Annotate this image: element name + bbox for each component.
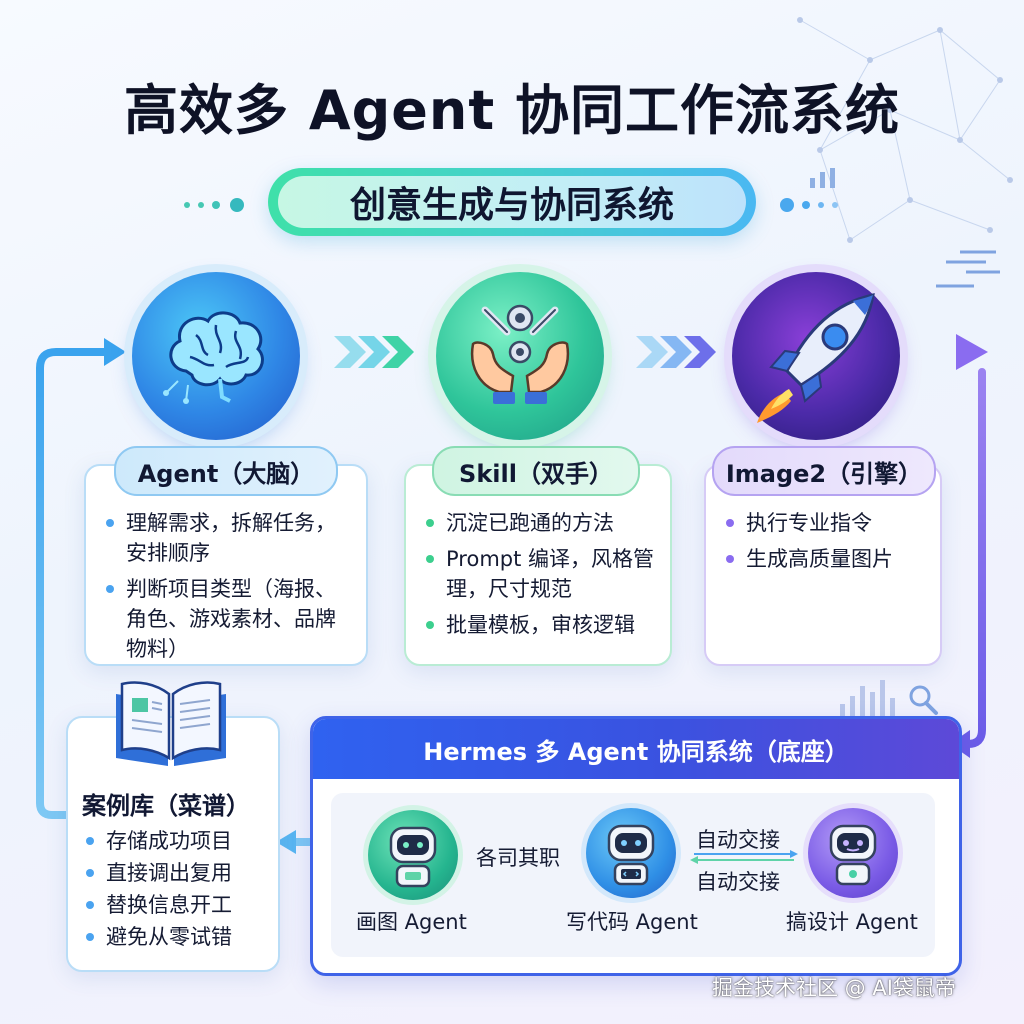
image2-icon-circle xyxy=(732,272,900,440)
image2-card xyxy=(704,464,942,666)
decor-dot xyxy=(780,198,794,212)
agent-card-title: Agent（大脑） xyxy=(114,446,338,496)
design-agent-robot-icon xyxy=(808,808,898,898)
decor-dot xyxy=(230,198,244,212)
list-item: 生成高质量图片 xyxy=(724,544,932,574)
subtitle-pill: 创意生成与协同系统 xyxy=(268,168,756,236)
hands-gears-icon xyxy=(470,304,570,404)
subtitle-text: 创意生成与协同系统 xyxy=(278,176,746,228)
case-library-list: 存储成功项目 直接调出复用 替换信息开工 避免从零试错 xyxy=(84,826,274,954)
code-agent-robot-icon xyxy=(586,808,676,898)
robot-icon xyxy=(829,824,877,886)
design-agent-label: 搞设计 Agent xyxy=(786,910,918,934)
skill-card-title: Skill（双手） xyxy=(432,446,640,496)
bars-magnifier-decoration xyxy=(840,680,938,720)
agent-icon-circle xyxy=(132,272,300,440)
list-item: 存储成功项目 xyxy=(84,826,274,856)
draw-agent-robot-icon xyxy=(368,810,458,900)
robot-icon xyxy=(389,826,437,888)
list-item: 理解需求，拆解任务，安排顺序 xyxy=(104,508,356,568)
case-library-title: 案例库（菜谱） xyxy=(82,792,250,820)
list-item: 判断项目类型（海报、角色、游戏素材、品牌物料） xyxy=(104,574,356,664)
skill-icon-circle xyxy=(436,272,604,440)
agent-card xyxy=(84,464,368,666)
agent-card-list: 理解需求，拆解任务，安排顺序 判断项目类型（海报、角色、游戏素材、品牌物料） xyxy=(104,508,356,670)
draw-agent-label: 画图 Agent xyxy=(356,910,467,934)
skill-card xyxy=(404,464,672,666)
handoff-label-bottom: 自动交接 xyxy=(696,870,780,894)
list-item: 直接调出复用 xyxy=(84,858,274,888)
decor-dot xyxy=(802,201,810,209)
handoff-label-top: 自动交接 xyxy=(696,828,780,852)
decor-dot xyxy=(198,202,204,208)
list-item: 替换信息开工 xyxy=(84,890,274,920)
handoff-arrows xyxy=(690,850,798,864)
list-item: 执行专业指令 xyxy=(724,508,932,538)
image2-card-title: Image2（引擎） xyxy=(712,446,936,496)
brain-icon xyxy=(163,311,264,404)
decor-dot xyxy=(818,202,824,208)
page-title: 高效多 Agent 协同工作流系统 xyxy=(124,79,900,142)
robot-icon xyxy=(607,824,655,886)
list-item: 批量模板，审核逻辑 xyxy=(424,610,662,640)
rocket-icon xyxy=(757,293,875,423)
network-decoration xyxy=(797,17,1013,288)
list-item: 避免从零试错 xyxy=(84,922,274,952)
decor-dot xyxy=(212,201,220,209)
skill-card-list: 沉淀已跑通的方法 Prompt 编译，风格管理，尺寸规范 批量模板，审核逻辑 xyxy=(424,508,662,646)
hermes-title: Hermes 多 Agent 协同系统（底座） xyxy=(313,719,959,779)
list-item: Prompt 编译，风格管理，尺寸规范 xyxy=(424,544,662,604)
watermark: 掘金技术社区 @ AI袋鼠帝 xyxy=(712,976,956,1000)
open-book-icon xyxy=(116,681,226,766)
role-split-label: 各司其职 xyxy=(476,846,560,870)
code-agent-label: 写代码 Agent xyxy=(566,910,698,934)
list-item: 沉淀已跑通的方法 xyxy=(424,508,662,538)
decor-dot xyxy=(832,202,838,208)
image2-card-list: 执行专业指令 生成高质量图片 xyxy=(724,508,932,580)
decor-dot xyxy=(184,202,190,208)
